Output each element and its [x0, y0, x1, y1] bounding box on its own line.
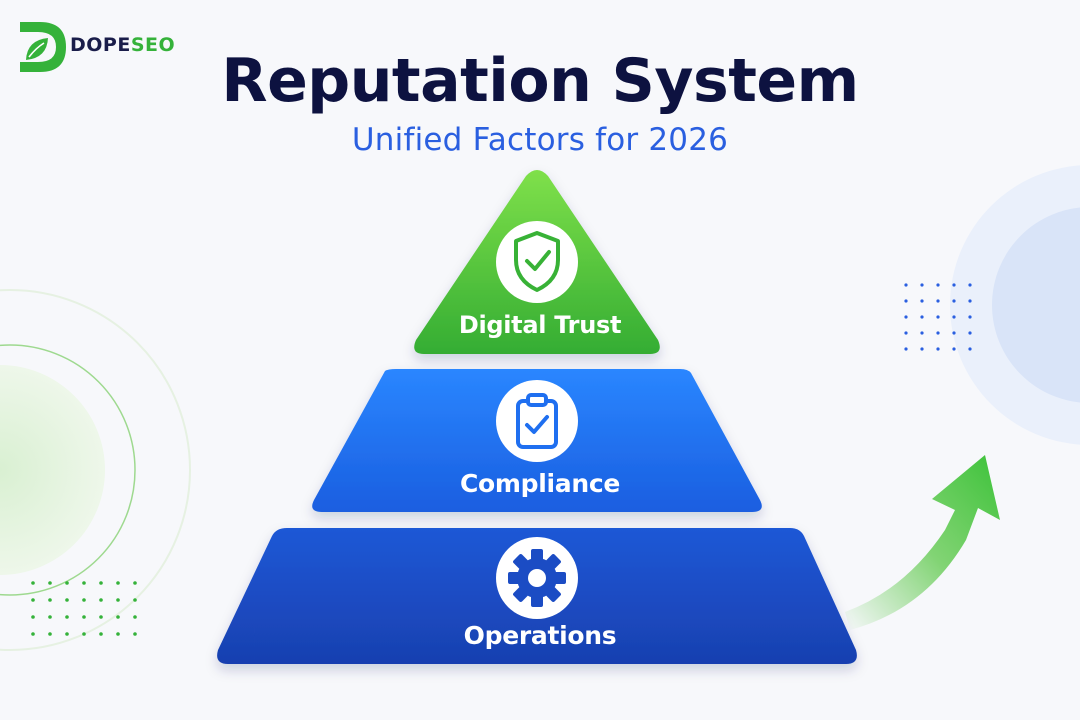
tier-label-compliance: Compliance — [459, 469, 621, 498]
clipboard-check-icon — [496, 380, 578, 462]
leaf-d-logo-icon — [20, 22, 66, 72]
decor-dot — [82, 615, 86, 619]
decor-dot — [31, 632, 35, 636]
decor-dot — [48, 615, 52, 619]
brand-name: DOPESEO — [70, 34, 176, 56]
growth-arrow-icon — [845, 455, 1000, 630]
decor-dot — [920, 315, 924, 319]
decor-dot — [31, 598, 35, 602]
decor-dot — [65, 598, 69, 602]
tier-label-digital-trust: Digital Trust — [458, 311, 622, 339]
shield-check-icon — [496, 221, 578, 303]
decor-dot — [904, 331, 908, 335]
decor-dot — [968, 331, 972, 335]
decor-dot — [968, 299, 972, 303]
decor-dot — [116, 598, 120, 602]
decor-dot — [968, 283, 972, 287]
decor-dot — [99, 615, 103, 619]
decor-dot — [936, 331, 940, 335]
decor-dot — [952, 315, 956, 319]
decor-dot — [936, 299, 940, 303]
decor-dot — [133, 632, 137, 636]
left-circle-decor — [0, 289, 191, 651]
decor-dot — [82, 598, 86, 602]
decor-dot — [936, 347, 940, 351]
decor-dot — [116, 632, 120, 636]
decor-dot — [99, 632, 103, 636]
gear-icon — [496, 537, 578, 619]
blue-dot-grid — [904, 283, 972, 351]
decor-dot — [920, 347, 924, 351]
decor-dot — [936, 283, 940, 287]
decor-dot — [116, 581, 120, 585]
decor-dot — [99, 581, 103, 585]
decor-dot — [904, 283, 908, 287]
decor-dot — [904, 299, 908, 303]
decor-dot — [920, 331, 924, 335]
decor-dot — [904, 315, 908, 319]
decor-dot — [968, 315, 972, 319]
decor-dot — [31, 581, 35, 585]
right-circle-decor — [950, 165, 1080, 445]
decor-dot — [952, 283, 956, 287]
decor-dot — [936, 315, 940, 319]
decor-dot — [99, 598, 103, 602]
decor-dot — [82, 632, 86, 636]
decor-dot — [31, 615, 35, 619]
decor-dot — [65, 632, 69, 636]
page-title: Reputation System — [221, 46, 859, 116]
page-subtitle: Unified Factors for 2026 — [351, 122, 729, 158]
decor-dot — [952, 299, 956, 303]
decor-dot — [968, 347, 972, 351]
decor-dot — [133, 581, 137, 585]
decor-dot — [133, 598, 137, 602]
decor-dot — [920, 283, 924, 287]
green-dot-grid — [31, 581, 137, 636]
decor-dot — [920, 299, 924, 303]
decor-dot — [82, 581, 86, 585]
tier-label-operations: Operations — [463, 621, 617, 650]
decor-dot — [65, 581, 69, 585]
decor-dot — [952, 331, 956, 335]
decor-dot — [48, 632, 52, 636]
decor-dot — [48, 581, 52, 585]
decor-dot — [952, 347, 956, 351]
decor-dot — [133, 615, 137, 619]
decor-dot — [116, 615, 120, 619]
decor-dot — [904, 347, 908, 351]
decor-dot — [48, 598, 52, 602]
decor-dot — [65, 615, 69, 619]
